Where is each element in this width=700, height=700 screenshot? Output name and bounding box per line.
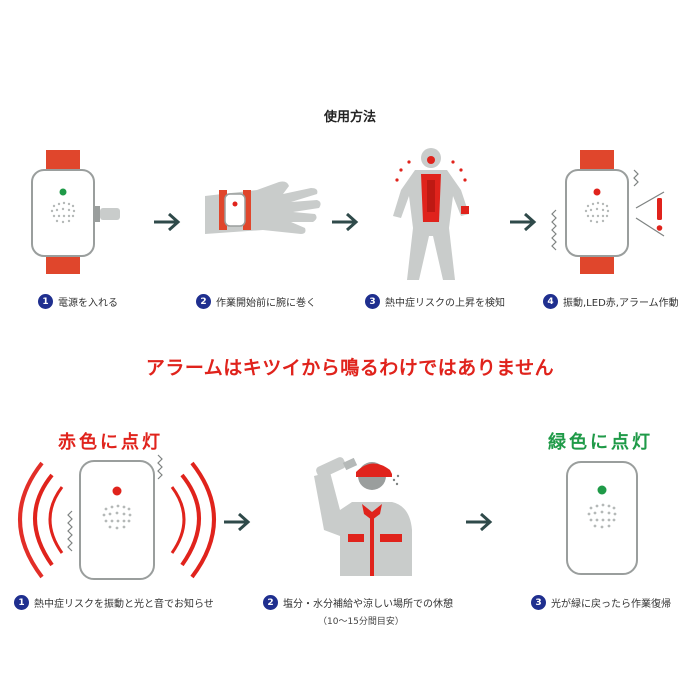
- usage-step-4-text: 振動,LED赤,アラーム作動: [563, 298, 679, 309]
- step-number-badge: 2: [263, 595, 278, 610]
- step-number-badge: 1: [14, 595, 29, 610]
- red-alarm-device-illustration: [18, 454, 216, 580]
- alarm-step-3-text: 光が緑に戻ったら作業復帰: [551, 599, 671, 610]
- usage-step-1: 1 電源を入れる: [38, 294, 118, 309]
- usage-step-3: 3 熱中症リスクの上昇を検知: [365, 294, 505, 309]
- step-number-badge: 1: [38, 294, 53, 309]
- worker-drinking-illustration: [314, 457, 412, 576]
- alarm-step-2: 2 塩分・水分補給や涼しい場所での休憩: [263, 595, 453, 610]
- green-device-illustration: [566, 461, 638, 575]
- usage-step-2-text: 作業開始前に腕に巻く: [216, 298, 316, 309]
- arrow-right-icon: [510, 212, 537, 232]
- step-number-badge: 3: [365, 294, 380, 309]
- usage-title: 使用方法: [323, 110, 376, 125]
- usage-step-1-text: 電源を入れる: [58, 298, 118, 309]
- arrow-right-icon: [332, 212, 359, 232]
- alarm-device-illustration: [551, 150, 665, 274]
- usage-step-4: 4 振動,LED赤,アラーム作動: [543, 294, 679, 309]
- heat-risk-person-illustration: [393, 148, 469, 280]
- wrist-device-illustration: [205, 181, 321, 234]
- alarm-step-2-text: 塩分・水分補給や涼しい場所での休憩: [283, 599, 453, 610]
- arrow-right-icon: [224, 512, 251, 532]
- step-number-badge: 2: [196, 294, 211, 309]
- red-light-title: 赤色に点灯: [58, 432, 163, 453]
- alarm-step-1: 1 熱中症リスクを振動と光と音でお知らせ: [14, 595, 214, 610]
- alarm-headline: アラームはキツイから鳴るわけではありません: [145, 357, 555, 379]
- arrow-right-icon: [466, 512, 493, 532]
- device-power-on-illustration: [31, 150, 120, 274]
- step-number-badge: 4: [543, 294, 558, 309]
- alarm-step-3: 3 光が緑に戻ったら作業復帰: [531, 595, 671, 610]
- rest-duration-note: （10〜15分間目安）: [318, 617, 404, 627]
- usage-step-2: 2 作業開始前に腕に巻く: [196, 294, 316, 309]
- arrow-right-icon: [154, 212, 181, 232]
- usage-step-3-text: 熱中症リスクの上昇を検知: [385, 298, 505, 309]
- alarm-step-1-text: 熱中症リスクを振動と光と音でお知らせ: [34, 599, 214, 610]
- step-number-badge: 3: [531, 595, 546, 610]
- green-light-title: 緑色に点灯: [548, 432, 653, 453]
